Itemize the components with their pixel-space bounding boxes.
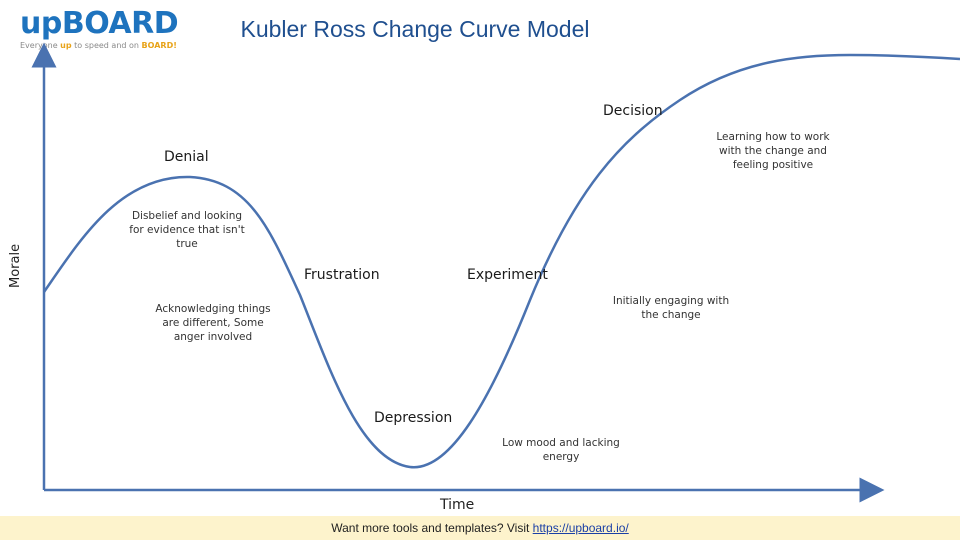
stage-label-denial: Denial — [164, 149, 209, 165]
tagline-highlight-board: BOARD! — [141, 41, 177, 50]
tagline-text-b: to speed and on — [71, 41, 142, 50]
stage-desc-frustration: Acknowledging things are different, Some… — [155, 303, 271, 343]
logo-part-board: BOARD — [61, 6, 179, 41]
y-axis-label: Morale — [8, 243, 23, 288]
stage-label-decision: Decision — [603, 103, 663, 119]
logo-wordmark: upBOARD — [20, 6, 190, 42]
footer-banner: Want more tools and templates? Visit htt… — [0, 516, 960, 540]
stage-desc-depression: Low mood and lacking energy — [502, 437, 620, 463]
stage-desc-decision: Learning how to work with the change and… — [716, 131, 830, 171]
stage-desc-denial: Disbelief and looking for evidence that … — [129, 210, 245, 250]
stage-label-frustration: Frustration — [304, 267, 380, 283]
stage-desc-experiment: Initially engaging with the change — [612, 295, 730, 321]
stage-label-depression: Depression — [374, 410, 453, 426]
change-curve — [42, 53, 960, 469]
stage-label-experiment: Experiment — [467, 267, 548, 283]
tagline-highlight-up: up — [60, 41, 72, 50]
footer-link[interactable]: https://upboard.io/ — [532, 521, 629, 535]
x-axis-label: Time — [440, 497, 475, 513]
footer-text: Want more tools and templates? Visit — [331, 521, 533, 535]
page-title: Kubler Ross Change Curve Model — [240, 16, 590, 42]
logo-part-up: up — [20, 6, 62, 41]
